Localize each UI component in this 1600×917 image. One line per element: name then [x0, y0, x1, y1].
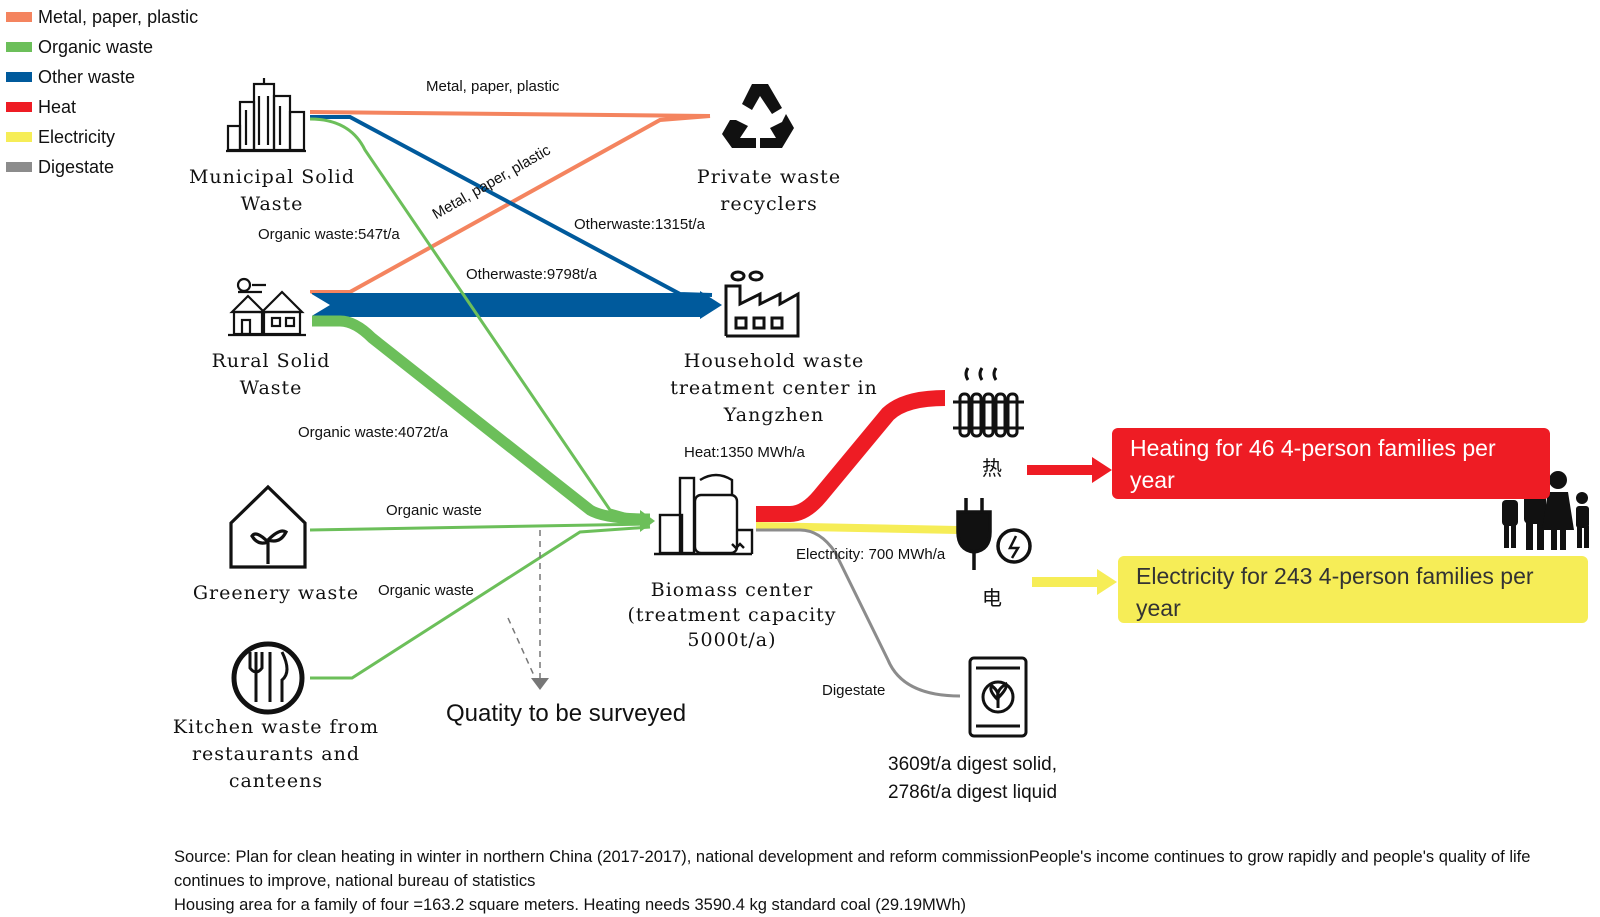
survey-dashed-diag [507, 617, 537, 681]
survey-arrow-head [531, 678, 549, 690]
flow-rsw-organic [312, 315, 651, 525]
flow-label-msw-other: Otherwaste:1315t/a [574, 216, 705, 233]
legend: Metal, paper, plastic Organic waste Othe… [6, 2, 198, 182]
greenery-house-icon [229, 484, 307, 569]
node-household-treatment-center: Household waste treatment center in Yang… [670, 350, 878, 426]
flow-heat [756, 390, 946, 522]
elec-result-arrow-head [1097, 569, 1117, 595]
legend-label: Other waste [38, 66, 136, 87]
legend-label: Metal, paper, plastic [38, 6, 199, 27]
legend-label: Electricity [38, 126, 116, 147]
heat-result-arrow-head [1092, 457, 1112, 483]
node-biomass-center: Biomass center (treatment capacity 5000t… [627, 579, 837, 651]
legend-item-electricity: Electricity [6, 122, 198, 152]
node-private-recyclers: Private waste recyclers [696, 166, 842, 215]
flow-label-msw-metal: Metal, paper, plastic [426, 78, 560, 95]
flow-label-kitchen-organic: Organic waste [378, 582, 474, 599]
legend-swatch [6, 132, 32, 142]
plate-cutlery-icon [231, 641, 305, 715]
flow-kitchen-organic [310, 525, 651, 680]
electric-plug-icon [956, 498, 1032, 570]
rural-houses-icon [228, 277, 306, 337]
flow-organic-head [640, 510, 655, 532]
source-line-1: Source: Plan for clean heating in winter… [174, 848, 1531, 890]
factory-icon [724, 270, 800, 338]
digestate-result: 3609t/a digest solid, 2786t/a digest liq… [888, 751, 1057, 807]
flow-digestate [756, 528, 961, 698]
legend-item-digestate: Digestate [6, 152, 198, 182]
heat-result-box: Heating for 46 4-person families per yea… [1112, 428, 1550, 499]
source-line-2: Housing area for a family of four =163.2… [174, 896, 966, 914]
flow-greenery-organic [309, 522, 651, 532]
flow-label-electricity: Electricity: 700 MWh/a [796, 546, 946, 563]
digestate-liquid: 2786t/a digest liquid [888, 782, 1058, 803]
flow-rsw-metal [310, 114, 711, 294]
recycle-icon [722, 84, 794, 148]
node-rural-solid-waste: Rural Solid Waste [211, 350, 331, 399]
legend-item-metal: Metal, paper, plastic [6, 2, 198, 32]
heat-char: 热 [982, 456, 1002, 480]
electricity-result-box: Electricity for 243 4-person families pe… [1118, 556, 1588, 623]
flow-label-digestate: Digestate [822, 682, 886, 699]
radiator-icon [953, 367, 1024, 438]
flow-rsw-other-tail [310, 293, 330, 317]
legend-item-organic: Organic waste [6, 32, 198, 62]
legend-swatch [6, 72, 32, 82]
legend-swatch [6, 102, 32, 112]
legend-label: Digestate [38, 156, 115, 177]
flow-label-heat: Heat:1350 MWh/a [684, 444, 805, 461]
fertilizer-bag-icon [968, 656, 1028, 738]
flow-label-msw-organic: Organic waste:547t/a [258, 226, 400, 243]
source-note: Source: Plan for clean heating in winter… [174, 845, 1574, 917]
city-buildings-icon [226, 78, 306, 153]
flow-msw-metal [309, 110, 711, 118]
flow-msw-organic [309, 117, 651, 523]
flow-label-greenery-organic: Organic waste [386, 502, 482, 519]
legend-swatch [6, 12, 32, 22]
survey-note: Quatity to be surveyed [446, 700, 687, 727]
flow-electricity [755, 522, 959, 534]
legend-label: Heat [38, 96, 77, 117]
digestate-solid: 3609t/a digest solid, [888, 754, 1058, 775]
legend-item-other: Other waste [6, 62, 198, 92]
legend-swatch [6, 162, 32, 172]
electricity-char: 电 [982, 586, 1002, 610]
flow-label-rsw-other: Otherwaste:9798t/a [466, 266, 597, 283]
node-greenery-waste: Greenery waste [192, 582, 360, 604]
node-kitchen-waste: Kitchen waste from restaurants and cante… [172, 716, 380, 792]
legend-item-heat: Heat [6, 92, 198, 122]
node-municipal-solid-waste: Municipal Solid Waste [188, 166, 356, 215]
legend-swatch [6, 42, 32, 52]
flow-rsw-other-head [700, 291, 722, 319]
biomass-plant-icon [654, 473, 754, 556]
flow-label-rsw-organic: Organic waste:4072t/a [298, 424, 449, 441]
legend-label: Organic waste [38, 36, 154, 57]
